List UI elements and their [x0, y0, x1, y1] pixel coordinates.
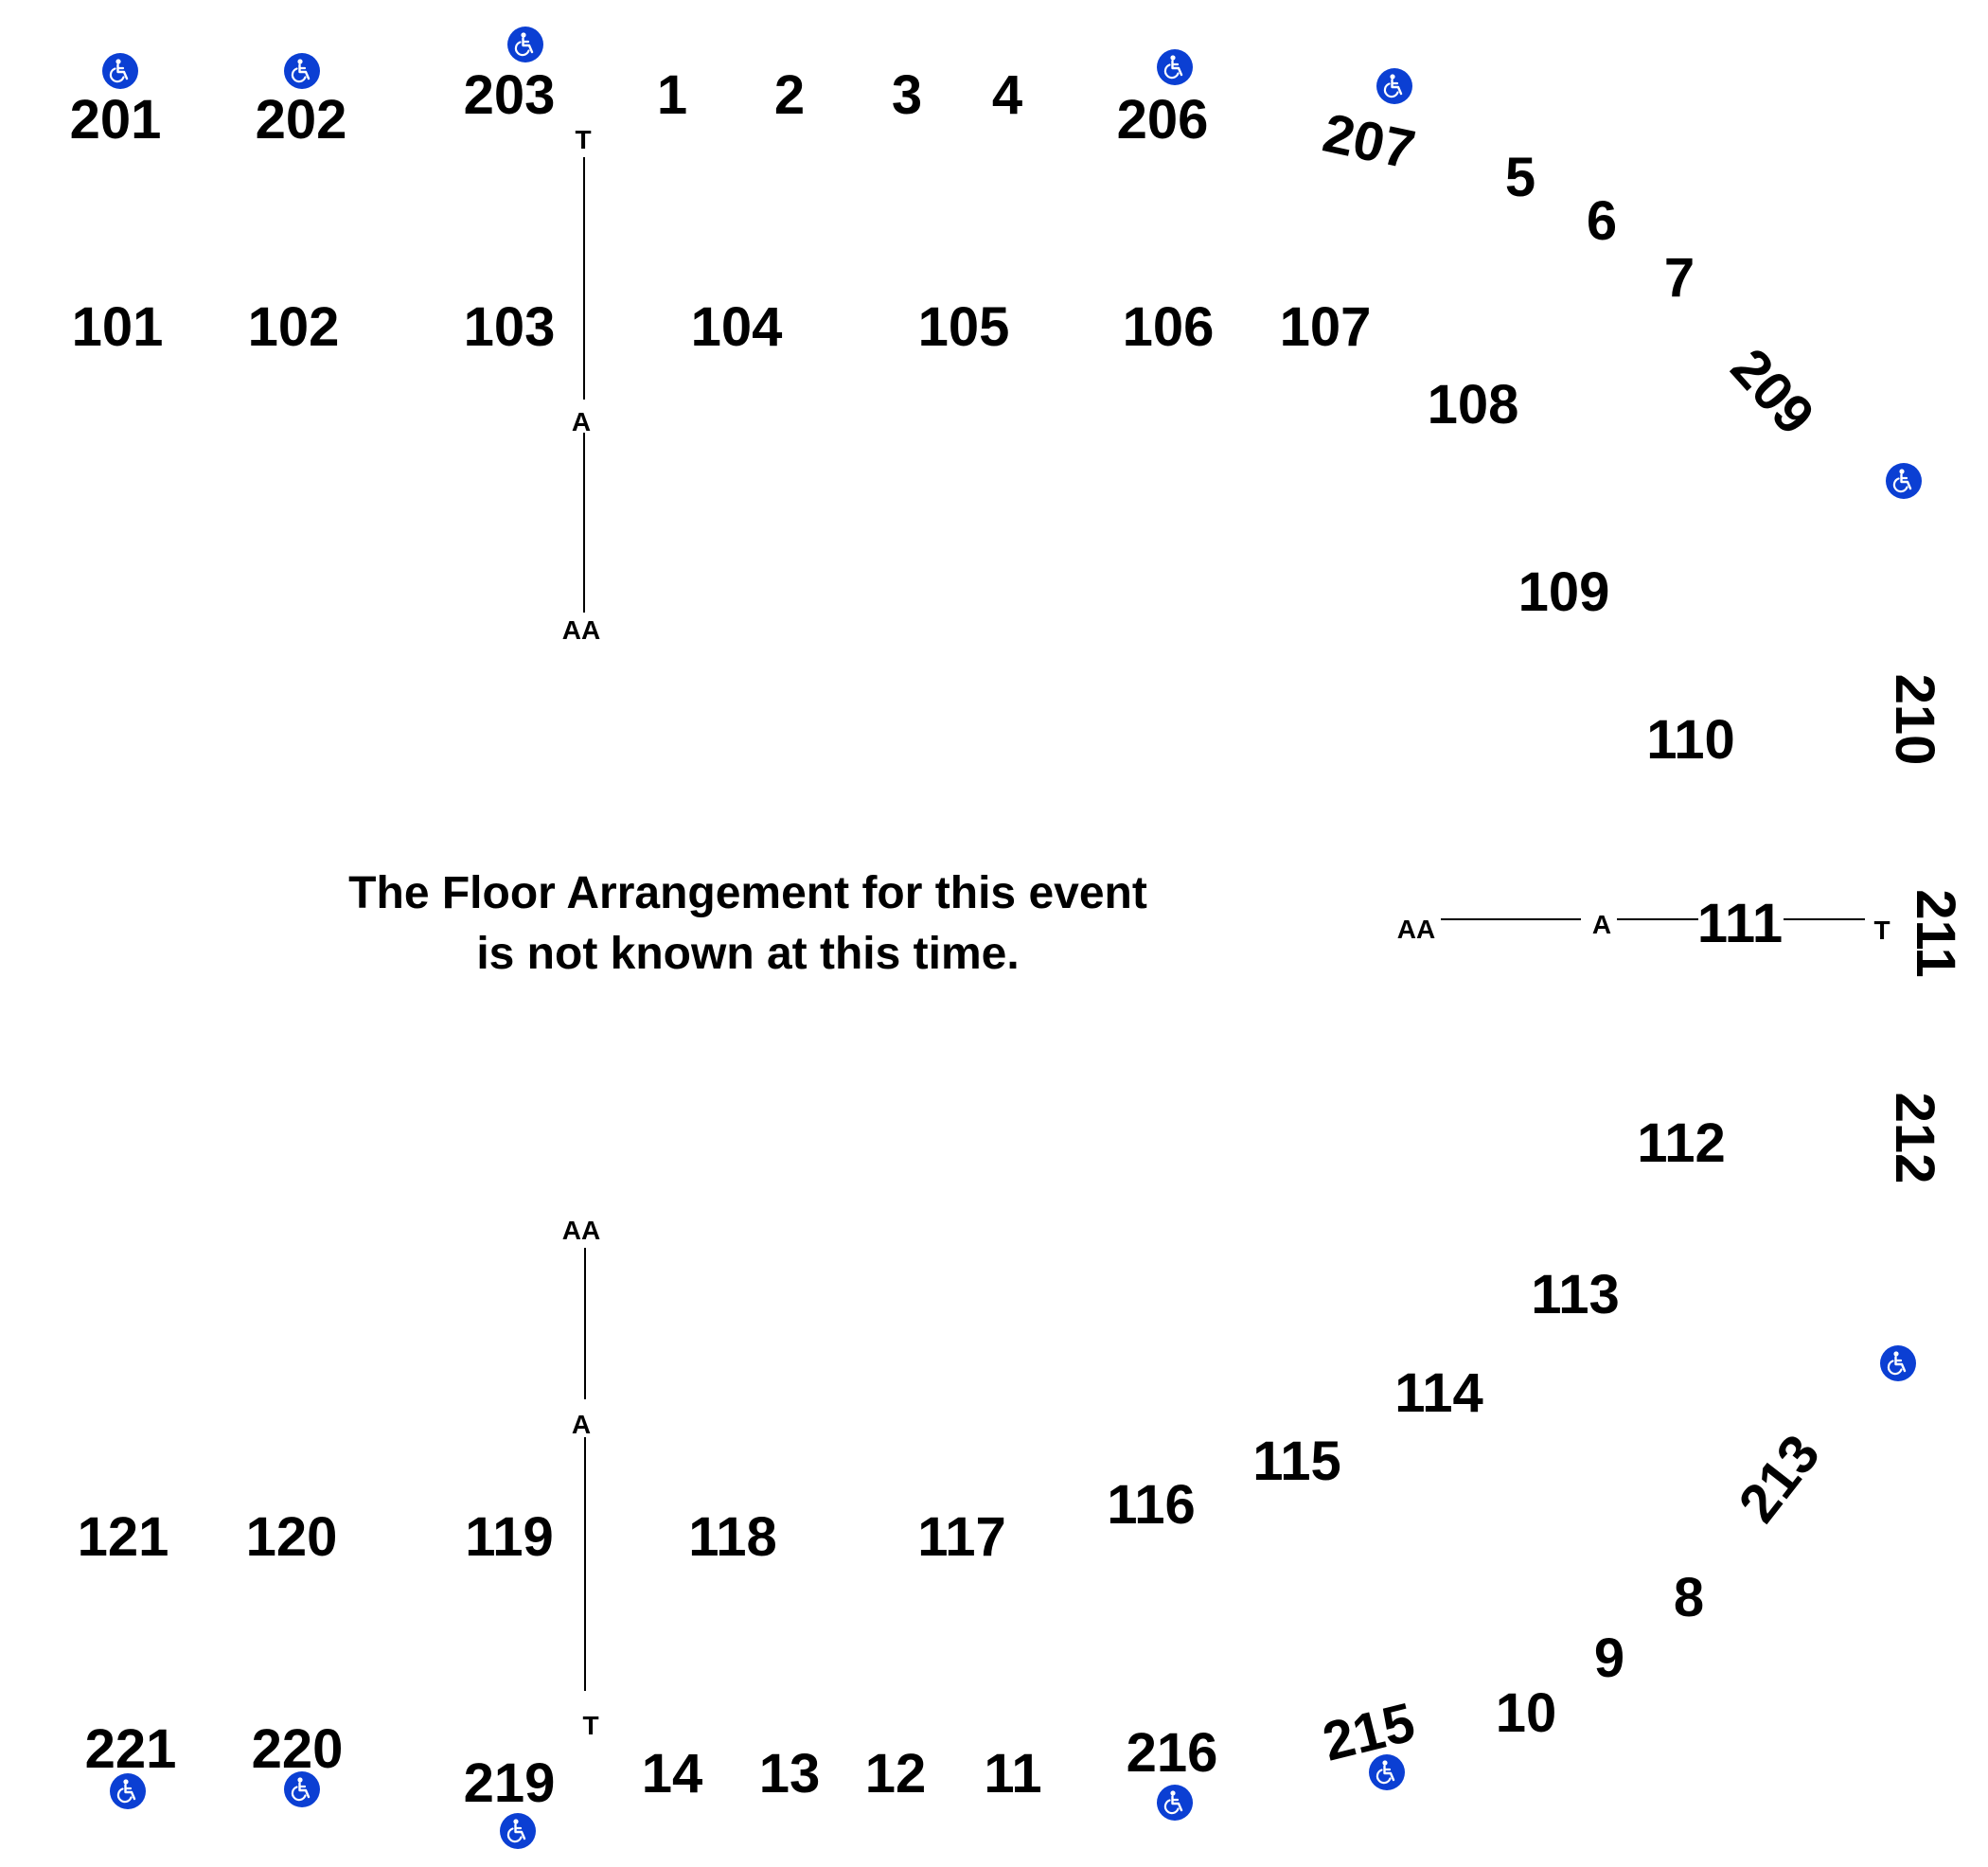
section-5[interactable]: 5	[1504, 147, 1536, 208]
section-202[interactable]: 202	[255, 89, 347, 151]
section-1[interactable]: 1	[656, 64, 688, 126]
section-118[interactable]: 118	[688, 1506, 777, 1568]
row-label-a: A	[571, 407, 592, 436]
section-14[interactable]: 14	[641, 1743, 703, 1805]
row-label-t: T	[1873, 916, 1890, 945]
notice-line-2: is not known at this time.	[476, 929, 1020, 979]
section-11[interactable]: 11	[984, 1743, 1042, 1805]
section-101[interactable]: 101	[71, 296, 164, 358]
wheelchair-icon	[102, 53, 138, 89]
section-212[interactable]: 212	[1884, 1092, 1945, 1184]
row-label-aa: AA	[1396, 915, 1436, 944]
section-109[interactable]: 109	[1518, 561, 1610, 623]
section-2[interactable]: 2	[773, 64, 806, 126]
section-7[interactable]: 7	[1663, 247, 1695, 309]
row-line-right-a-111	[1617, 918, 1698, 920]
section-12[interactable]: 12	[864, 1743, 927, 1805]
wheelchair-icon	[1157, 49, 1193, 85]
row-line-right-111-t	[1784, 918, 1865, 920]
wheelchair-icon	[1886, 463, 1922, 499]
wheelchair-icon	[1157, 1785, 1193, 1821]
row-label-t: T	[575, 125, 592, 154]
wheelchair-icon	[1880, 1345, 1916, 1381]
section-103[interactable]: 103	[463, 296, 556, 358]
section-107[interactable]: 107	[1279, 296, 1372, 358]
section-206[interactable]: 206	[1116, 89, 1209, 151]
section-201[interactable]: 201	[69, 89, 162, 151]
section-220[interactable]: 220	[251, 1718, 344, 1780]
section-211[interactable]: 211	[1905, 889, 1966, 978]
section-3[interactable]: 3	[891, 64, 923, 126]
section-110[interactable]: 110	[1646, 709, 1735, 771]
row-line-left-top-upper	[583, 157, 585, 400]
section-219[interactable]: 219	[463, 1752, 556, 1814]
section-105[interactable]: 105	[917, 296, 1010, 358]
section-209[interactable]: 209	[1718, 336, 1826, 447]
section-102[interactable]: 102	[247, 296, 340, 358]
notice-line-1: The Floor Arrangement for this event	[348, 868, 1147, 918]
section-119[interactable]: 119	[465, 1506, 554, 1568]
section-10[interactable]: 10	[1495, 1682, 1557, 1744]
section-117[interactable]: 117	[917, 1506, 1006, 1568]
section-216[interactable]: 216	[1126, 1722, 1218, 1784]
row-line-left-top-lower	[583, 433, 585, 613]
wheelchair-icon	[500, 1813, 536, 1849]
wheelchair-icon	[1376, 68, 1412, 104]
section-210[interactable]: 210	[1884, 673, 1945, 766]
row-label-aa: AA	[561, 615, 601, 645]
section-115[interactable]: 115	[1252, 1431, 1341, 1492]
section-213[interactable]: 213	[1727, 1423, 1833, 1534]
row-line-left-bottom-upper	[584, 1248, 586, 1399]
section-108[interactable]: 108	[1427, 374, 1519, 436]
row-line-left-bottom-lower	[584, 1437, 586, 1691]
row-label-aa: AA	[561, 1216, 601, 1245]
section-112[interactable]: 112	[1637, 1112, 1726, 1174]
section-207[interactable]: 207	[1318, 101, 1421, 182]
row-label-a: A	[1591, 910, 1612, 939]
row-line-right-aa-a	[1441, 918, 1581, 920]
wheelchair-icon	[110, 1773, 146, 1809]
row-label-t: T	[582, 1711, 599, 1740]
section-114[interactable]: 114	[1394, 1362, 1483, 1424]
section-203[interactable]: 203	[463, 64, 556, 126]
floor-arrangement-notice: The Floor Arrangement for this event is …	[312, 863, 1183, 985]
section-4[interactable]: 4	[991, 64, 1023, 126]
section-104[interactable]: 104	[690, 296, 783, 358]
section-116[interactable]: 116	[1107, 1474, 1196, 1536]
wheelchair-icon	[284, 1771, 320, 1807]
section-120[interactable]: 120	[245, 1506, 338, 1568]
section-121[interactable]: 121	[77, 1506, 169, 1568]
section-6[interactable]: 6	[1586, 190, 1618, 252]
section-113[interactable]: 113	[1531, 1264, 1620, 1325]
section-221[interactable]: 221	[84, 1718, 177, 1780]
section-8[interactable]: 8	[1673, 1567, 1705, 1628]
wheelchair-icon	[507, 27, 543, 62]
section-9[interactable]: 9	[1593, 1627, 1625, 1689]
row-label-a: A	[571, 1410, 592, 1439]
section-106[interactable]: 106	[1122, 296, 1215, 358]
section-13[interactable]: 13	[758, 1743, 821, 1805]
section-111[interactable]: 111	[1696, 893, 1784, 954]
wheelchair-icon	[284, 53, 320, 89]
wheelchair-icon	[1369, 1754, 1405, 1790]
